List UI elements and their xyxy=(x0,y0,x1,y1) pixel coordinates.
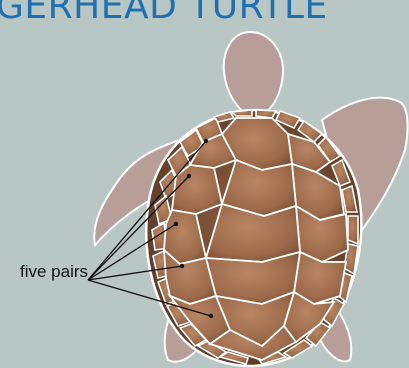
callout-dot-4 xyxy=(180,264,184,268)
diagram-title: GERHEAD TURTLE xyxy=(0,0,328,27)
callout-dot-3 xyxy=(174,222,178,226)
callout-dot-1 xyxy=(204,139,208,143)
turtle-head xyxy=(224,32,283,120)
vertebral-scute-3 xyxy=(206,204,300,262)
callout-dot-2 xyxy=(187,174,191,178)
callout-label: five pairs xyxy=(20,262,88,282)
carapace xyxy=(146,110,361,366)
callout-dot-5 xyxy=(209,314,213,318)
